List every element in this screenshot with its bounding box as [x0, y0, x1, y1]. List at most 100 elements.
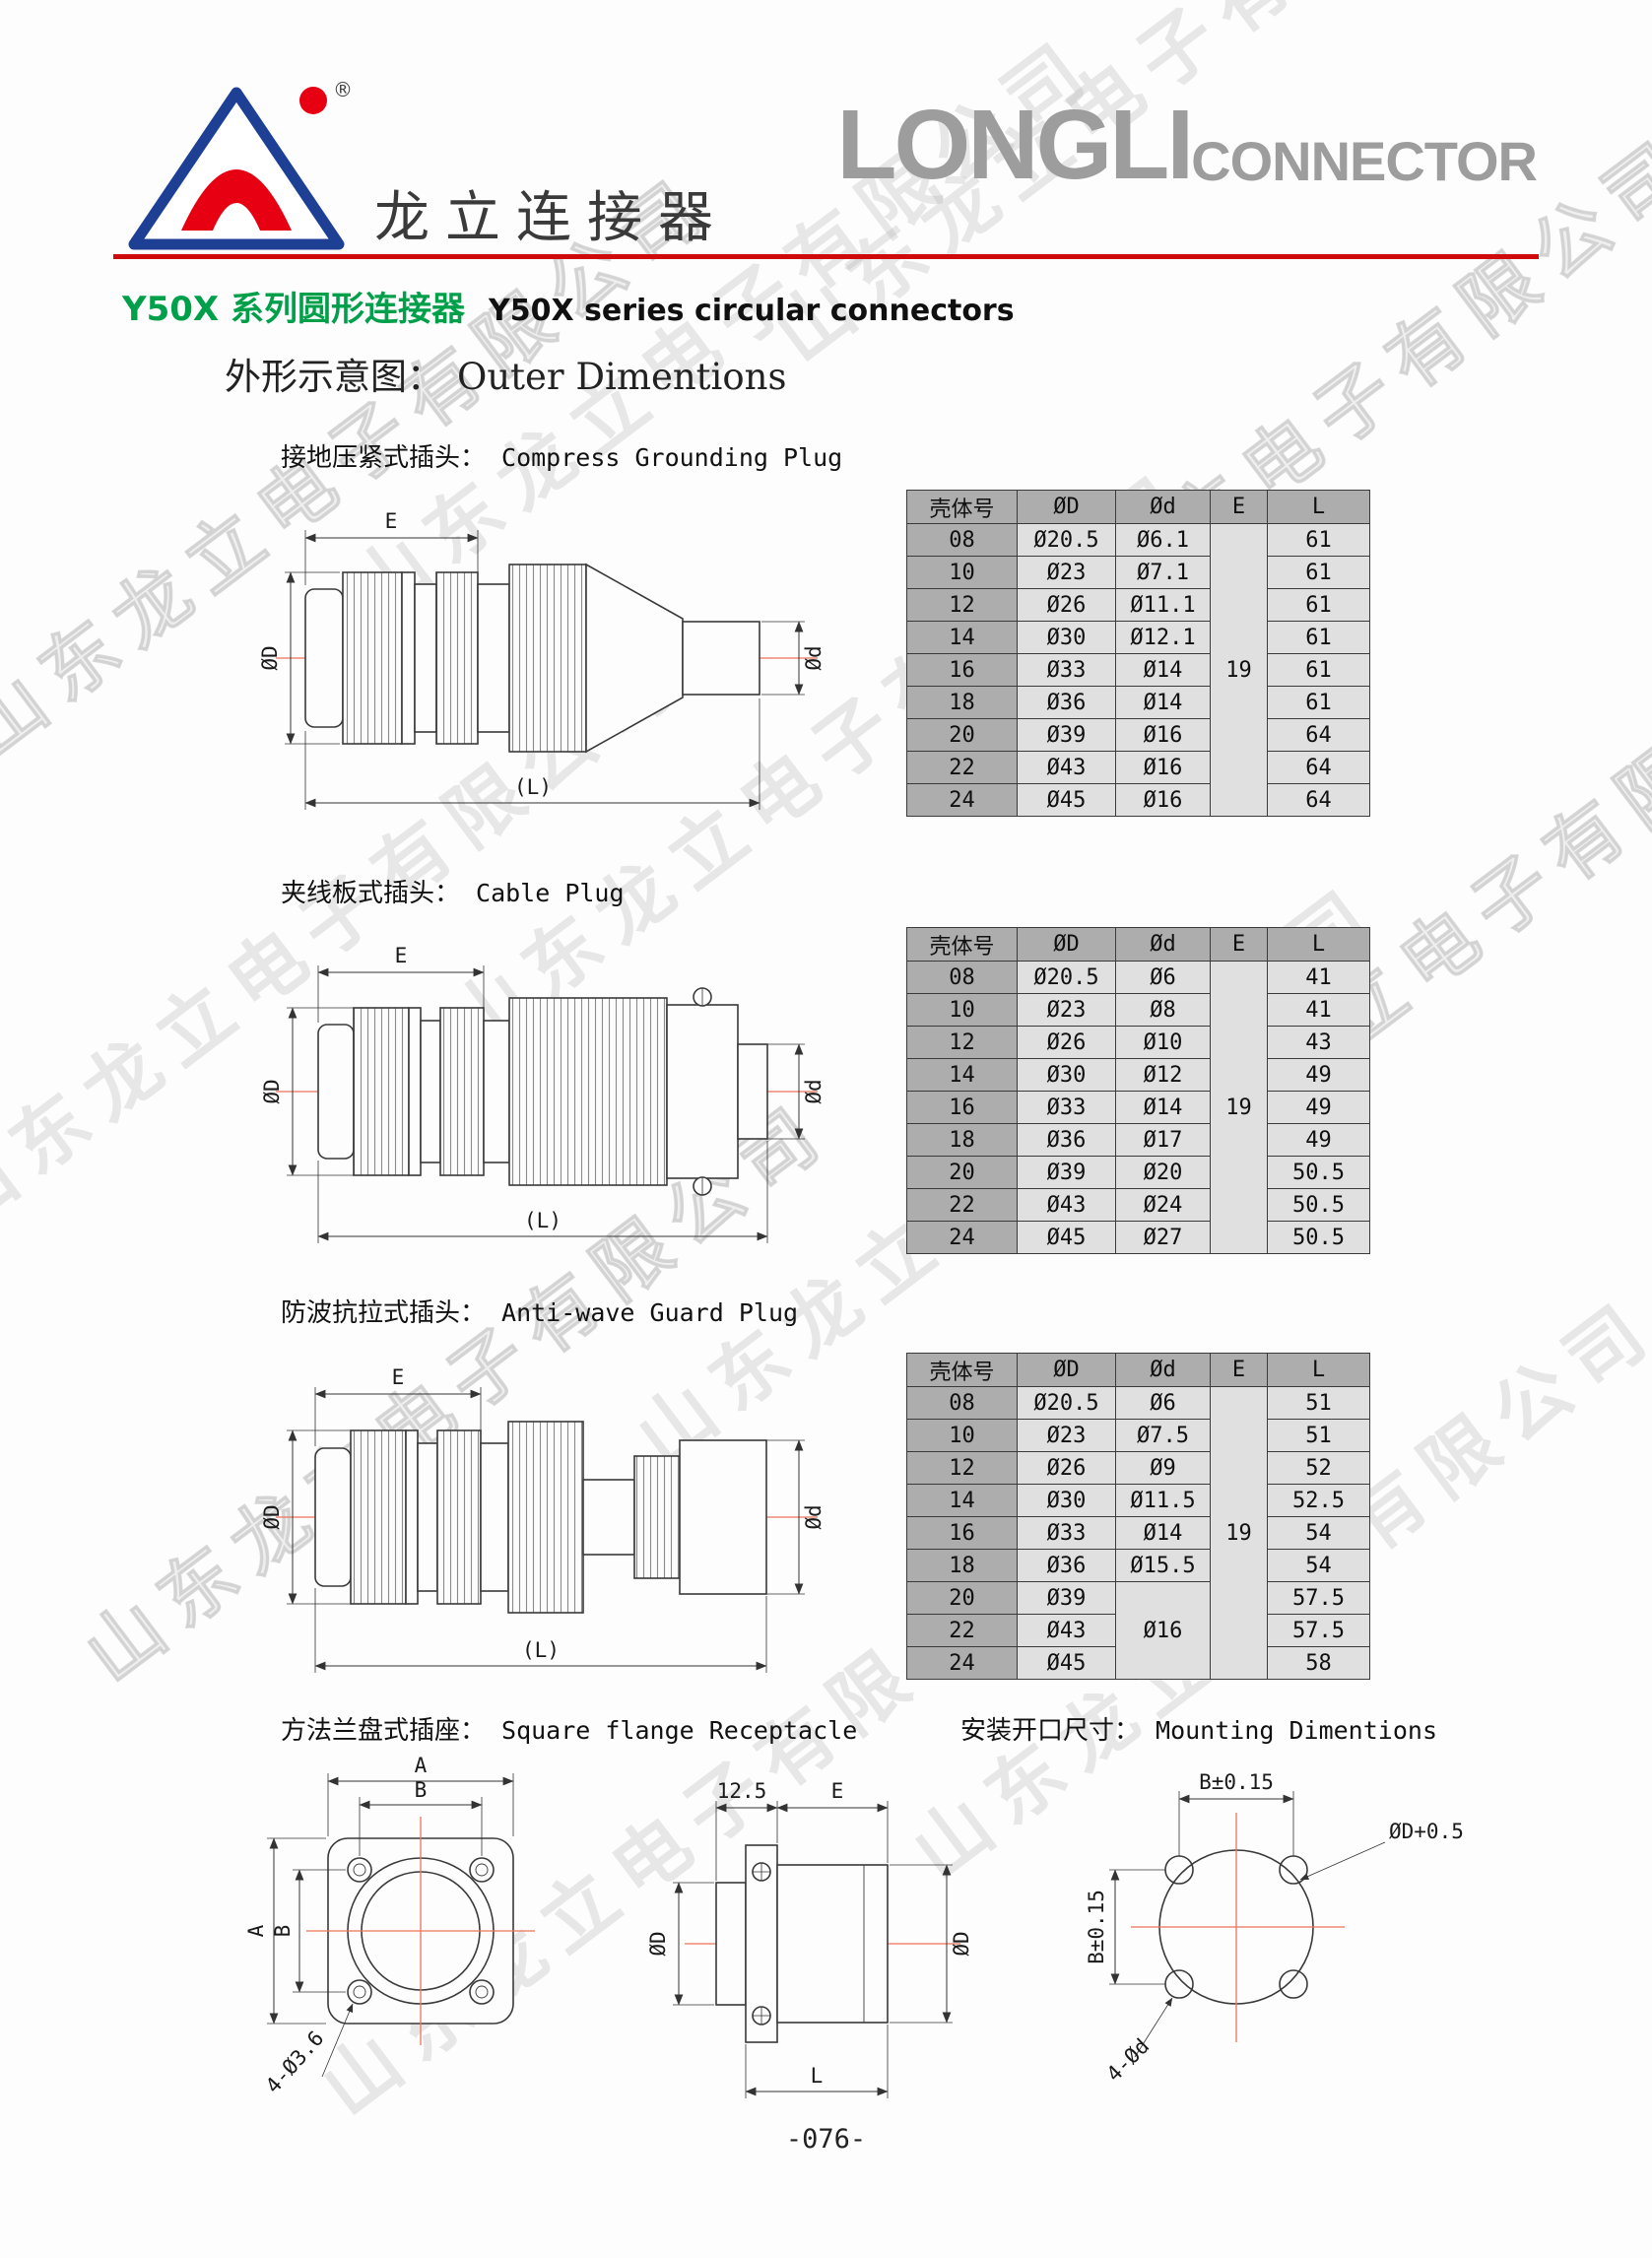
table-cell: 54 [1267, 1549, 1370, 1582]
column-header-shell: 壳体号 [906, 490, 1018, 524]
table-cell: 22 [906, 751, 1018, 784]
column-header-shell: 壳体号 [906, 927, 1018, 962]
table-cell: 51 [1267, 1386, 1370, 1420]
cable-plug-drawing: E ØD Ød (L) [260, 944, 826, 1243]
table-cell: 41 [1267, 993, 1370, 1027]
table-cell: 10 [906, 1419, 1018, 1452]
dim-label-e: E [395, 944, 408, 967]
dim-label-od: ØD [950, 1931, 973, 1956]
brand-longli: LONGLI [836, 90, 1194, 200]
table-cell: 64 [1267, 783, 1370, 817]
table-cell: Ø14 [1115, 653, 1211, 687]
dim-label-l: (L) [514, 775, 552, 799]
table-cell: Ø39 [1017, 1156, 1116, 1189]
table-cell: Ø12 [1115, 1058, 1211, 1092]
table-cell: 16 [906, 1516, 1018, 1550]
table-cell: 12 [906, 1451, 1018, 1485]
table-cell: 57.5 [1267, 1581, 1370, 1615]
table-cell: 19 [1210, 1386, 1268, 1680]
table-cell: 61 [1267, 523, 1370, 557]
table-cell: 14 [906, 1058, 1018, 1092]
table-cell: 12 [906, 1026, 1018, 1059]
table-cell: Ø45 [1017, 1221, 1116, 1254]
dim-label-e: E [385, 509, 398, 533]
dim-label-od-tol: ØD+0.5 [1389, 1820, 1464, 1843]
section-label-en: Mounting Dimentions [1156, 1716, 1437, 1745]
section-mounting-dimensions-label: 安装开口尺寸： Mounting Dimentions [960, 1710, 1437, 1747]
column-header-e: E [1210, 490, 1268, 524]
longli-logo-icon: ® [128, 78, 353, 250]
table-cell: 43 [1267, 1026, 1370, 1059]
outer-dimensions-heading: 外形示意图： Outer Dimentions [225, 347, 786, 400]
table-cell: Ø24 [1115, 1188, 1211, 1222]
table-cell: Ø26 [1017, 1451, 1116, 1485]
table-cell: Ø6 [1115, 1386, 1211, 1420]
table-cell: 16 [906, 1091, 1018, 1124]
column-header-l: L [1267, 490, 1370, 524]
table-cell: Ø39 [1017, 718, 1116, 752]
column-header-l: L [1267, 1353, 1370, 1387]
column-header-shell: 壳体号 [906, 1353, 1018, 1387]
table-cell: 16 [906, 653, 1018, 687]
table-cell: 12 [906, 588, 1018, 622]
table-cell: 52 [1267, 1451, 1370, 1485]
column-header-od-small: Ød [1115, 927, 1211, 962]
dim-label-od-small: Ød [802, 1079, 826, 1103]
table-cell: Ø7.1 [1115, 556, 1211, 589]
table-cell: 19 [1210, 523, 1268, 817]
dim-label-flange-holes: 4-Ø3.6 [261, 2026, 329, 2097]
table-header-row: 壳体号 ØD Ød E L [906, 927, 1370, 962]
dim-label-e: E [831, 1779, 844, 1803]
table-cell: 22 [906, 1188, 1018, 1222]
table-cell: Ø23 [1017, 556, 1116, 589]
table-cell: 08 [906, 523, 1018, 557]
table-cell: Ø12.1 [1115, 621, 1211, 654]
table-cell: Ø7.5 [1115, 1419, 1211, 1452]
registered-mark: ® [333, 78, 353, 101]
series-title-en: Y50X series circular connectors [489, 294, 1015, 328]
page-number: -076- [785, 2124, 867, 2155]
table-cell: 20 [906, 718, 1018, 752]
table-cell: 10 [906, 993, 1018, 1027]
table-cell: Ø8 [1115, 993, 1211, 1027]
dim-label-b: B [271, 1925, 295, 1938]
dim-label-od: ØD [260, 1079, 284, 1103]
table-cell: Ø36 [1017, 686, 1116, 719]
table-cell: Ø20.5 [1017, 961, 1116, 994]
table-cell: Ø33 [1017, 653, 1116, 687]
table-cell: Ø26 [1017, 588, 1116, 622]
table-cell: Ø45 [1017, 1646, 1116, 1680]
dim-label-mount-holes: 4-Ød [1102, 2034, 1155, 2087]
table-cell: 24 [906, 1221, 1018, 1254]
dim-label-od-small: Ød [802, 1504, 826, 1529]
table-cell: 64 [1267, 718, 1370, 752]
table-cell: 64 [1267, 751, 1370, 784]
dim-label-a: A [244, 1924, 268, 1937]
section-label-en: Square flange Receptacle [501, 1716, 858, 1745]
table-cell: Ø6.1 [1115, 523, 1211, 557]
table-cell: 49 [1267, 1091, 1370, 1124]
table-cell: 50.5 [1267, 1221, 1370, 1254]
table-cell: 18 [906, 1123, 1018, 1157]
table-cell: 61 [1267, 556, 1370, 589]
table-cell: Ø10 [1115, 1026, 1211, 1059]
